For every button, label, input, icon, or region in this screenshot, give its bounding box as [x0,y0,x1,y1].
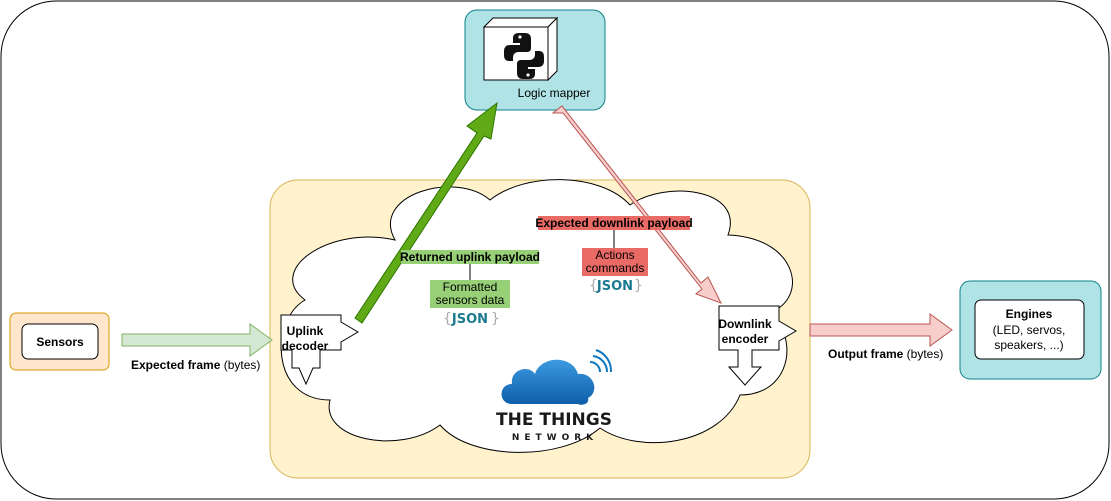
expected-frame-arrow [121,323,273,357]
ttn-name-line2: NETWORK [512,433,598,443]
returned-uplink-label: Returned uplink payload [400,250,540,264]
ttn-cloud-logo-icon [501,349,613,405]
downlink-encoder-line1: Downlink [718,317,772,331]
python-cube-icon [482,16,559,82]
json-icon-downlink: { JSON } [589,278,643,294]
uplink-decoder-line2: decoder [282,339,329,353]
uplink-to-mapper-arrow [354,101,498,324]
expected-downlink-bg [538,216,690,230]
actions-line1: Actions [595,248,634,262]
formatted-line2: sensors data [436,293,505,307]
svg-text:}: } [491,311,500,327]
svg-text:JSON: JSON [596,279,633,294]
svg-text:{: { [443,311,452,327]
expected-frame-label: Expected frame (bytes) [131,358,260,372]
engines-line2: speakers, ...) [994,338,1063,352]
downlink-encoder-line2: encoder [722,332,769,346]
engines-line1: (LED, servos, [993,323,1066,337]
svg-text:JSON: JSON [451,312,488,327]
returned-uplink-bg [401,250,539,264]
uplink-decoder [280,314,359,386]
engines-title: Engines [1006,307,1053,321]
svg-text:}: } [634,278,643,294]
sensors-inner [21,323,99,360]
actions-bg [582,248,648,276]
formatted-bg [430,280,510,308]
output-frame-label: Output frame (bytes) [828,347,943,361]
actions-line2: commands [586,261,645,275]
logic-mapper-label: Logic mapper [518,86,591,100]
mapper-to-downlink-arrow [551,105,723,304]
json-icon-uplink: { JSON } [443,311,500,327]
ttn-name-line1: THE THINGS [496,410,612,430]
output-frame-arrow [809,313,953,347]
sensors-label: Sensors [36,335,84,349]
uplink-decoder-line1: Uplink [287,324,324,338]
python-logo-icon [504,33,544,79]
downlink-encoder [718,305,797,386]
svg-text:{: { [589,278,598,294]
engines-inner [974,299,1085,360]
expected-downlink-label: Expected downlink payload [535,216,692,230]
formatted-line1: Formatted [443,280,498,294]
